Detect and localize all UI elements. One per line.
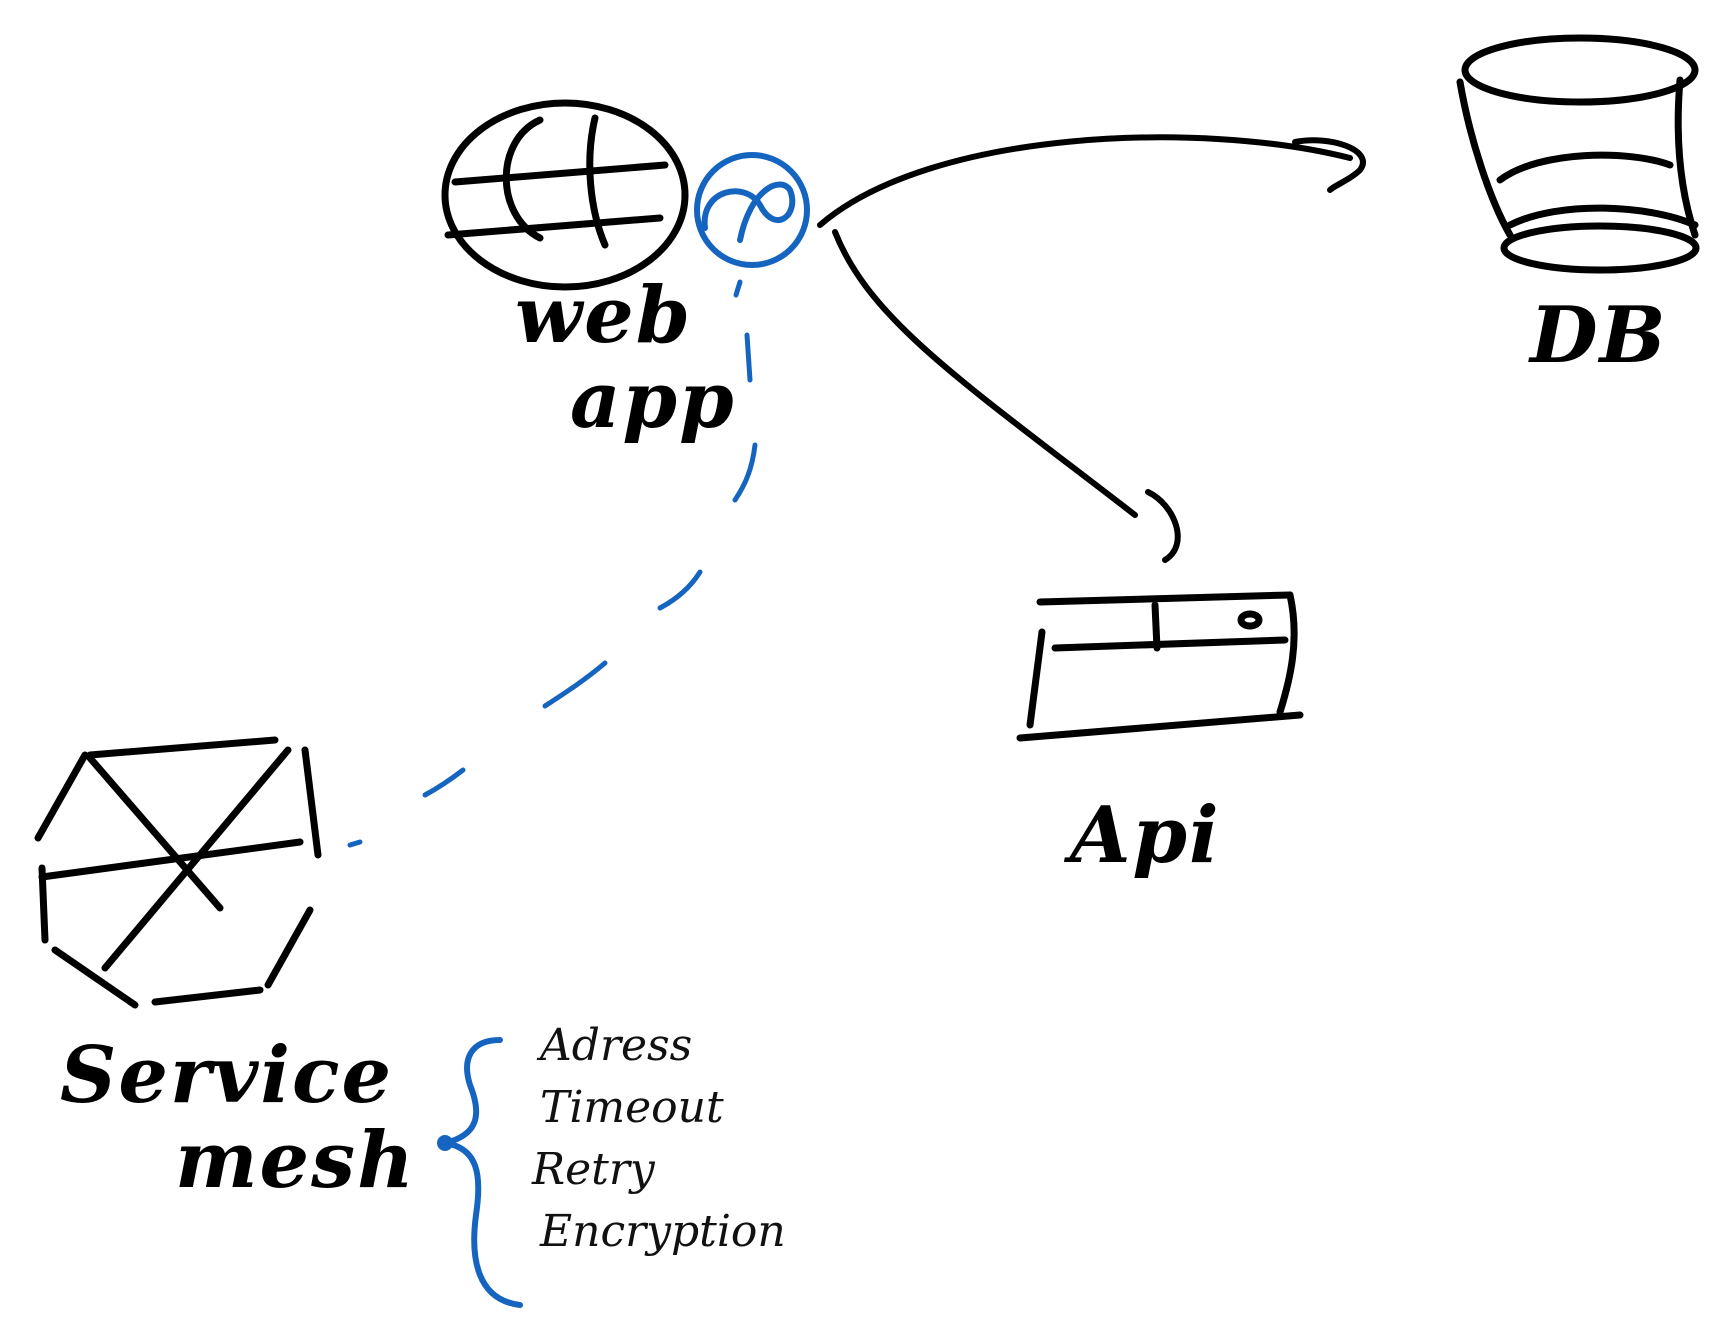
feature-item: Encryption <box>540 1206 786 1257</box>
database-icon <box>1456 34 1700 274</box>
arrow-webapp-to-api <box>832 229 1181 563</box>
web-app-label-line1: web <box>515 270 693 361</box>
arrow-webapp-to-db <box>817 134 1366 228</box>
feature-brace <box>437 1037 523 1308</box>
mesh-hexagon-icon <box>34 736 322 1009</box>
bullet-0 <box>508 1058 516 1066</box>
dashed-link-sidecar-to-mesh <box>347 279 758 848</box>
service-mesh-label-line2: mesh <box>175 1115 416 1206</box>
web-app-label-line2: app <box>570 355 736 446</box>
globe-icon <box>441 99 689 291</box>
api-label: Api <box>1070 790 1221 881</box>
feature-item: Retry <box>532 1144 655 1195</box>
bullet-1 <box>506 1116 514 1124</box>
feature-item: Adress <box>540 1020 693 1071</box>
server-icon <box>1016 591 1304 742</box>
feature-bullets <box>502 1058 524 1266</box>
bullet-3 <box>516 1258 524 1266</box>
bullet-2 <box>502 1176 510 1184</box>
sidecar-proxy-icon <box>694 152 810 268</box>
service-mesh-label-line1: Service <box>60 1030 394 1121</box>
feature-item: Timeout <box>540 1082 724 1133</box>
db-label: DB <box>1530 290 1668 381</box>
